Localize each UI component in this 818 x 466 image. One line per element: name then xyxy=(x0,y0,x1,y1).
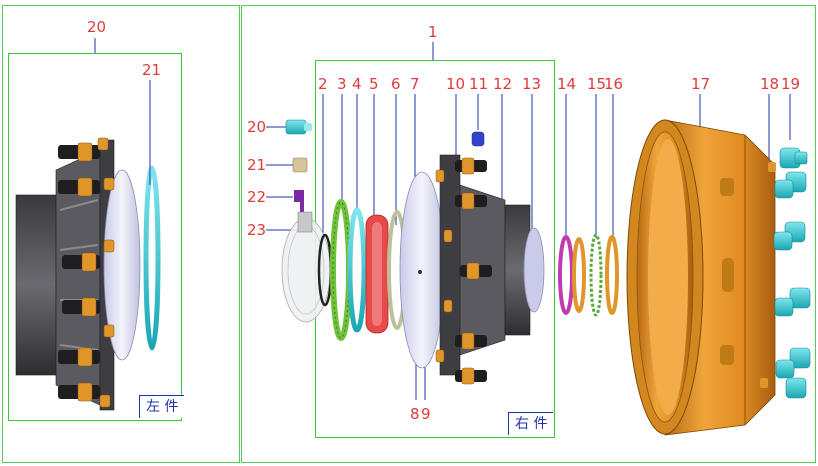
callout-15: 15 xyxy=(587,75,607,93)
callout-18: 18 xyxy=(760,75,780,93)
callout-11: 11 xyxy=(469,75,489,93)
wheel-nuts xyxy=(773,147,811,399)
callout-1: 1 xyxy=(428,23,438,41)
right-part-tag: 右 件 xyxy=(508,412,554,435)
callout-2: 2 xyxy=(318,75,328,93)
callout-10: 10 xyxy=(446,75,466,93)
bearing-rings xyxy=(558,233,619,317)
callout-7: 7 xyxy=(410,75,420,93)
right-hub-assembly xyxy=(399,131,545,385)
brake-drum xyxy=(626,119,776,436)
callout-6: 6 xyxy=(391,75,401,93)
callout-5: 5 xyxy=(369,75,379,93)
callout-20-left: 20 xyxy=(87,18,107,36)
small-parts xyxy=(281,119,331,323)
callout-19: 19 xyxy=(781,75,801,93)
callout-12: 12 xyxy=(493,75,513,93)
left-hub-assembly xyxy=(15,137,161,411)
callout-13: 13 xyxy=(522,75,542,93)
callout-20: 20 xyxy=(247,118,267,136)
left-part-tag: 左 件 xyxy=(139,395,185,418)
right-outer-frame xyxy=(241,5,816,463)
leader-lines xyxy=(94,38,791,400)
callout-9: 9 xyxy=(421,405,431,423)
callout-21-left: 21 xyxy=(142,61,162,79)
callout-16: 16 xyxy=(604,75,624,93)
callout-22: 22 xyxy=(247,188,267,206)
callout-8: 8 xyxy=(410,405,420,423)
left-outer-frame xyxy=(2,5,240,463)
callout-14: 14 xyxy=(557,75,577,93)
callout-21: 21 xyxy=(247,156,267,174)
callout-23: 23 xyxy=(247,221,267,239)
callout-4: 4 xyxy=(352,75,362,93)
seal-rings xyxy=(317,199,407,341)
left-assembly-frame xyxy=(8,53,182,421)
callout-3: 3 xyxy=(337,75,347,93)
callout-17: 17 xyxy=(691,75,711,93)
